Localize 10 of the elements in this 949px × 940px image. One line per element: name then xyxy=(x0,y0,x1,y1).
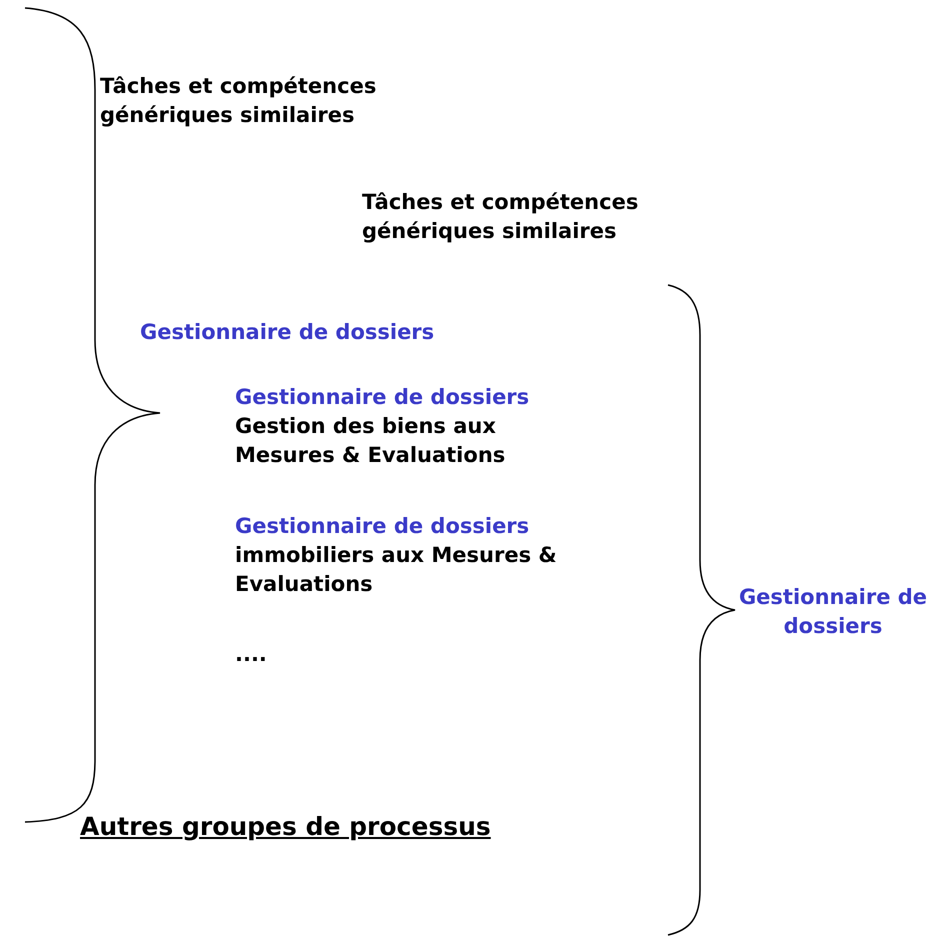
role-title: Gestionnaire de dossiers xyxy=(235,384,530,411)
description-text: .... xyxy=(235,641,267,668)
section-heading: Autres groupes de processus xyxy=(80,812,491,841)
description-text: immobiliers aux Mesures & Evaluations xyxy=(235,542,558,598)
role-title: Gestionnaire de dossiers xyxy=(235,513,530,540)
role-title: Gestionnaire de dossiers xyxy=(140,319,434,346)
description-text: Tâches et compétences génériques similaires xyxy=(100,73,378,129)
description-text: Tâches et compétences génériques similaires xyxy=(362,189,640,245)
description-text: Gestion des biens aux Mesures & Evaluations xyxy=(235,413,506,469)
role-title: Gestionnaire de dossiers xyxy=(738,584,928,640)
